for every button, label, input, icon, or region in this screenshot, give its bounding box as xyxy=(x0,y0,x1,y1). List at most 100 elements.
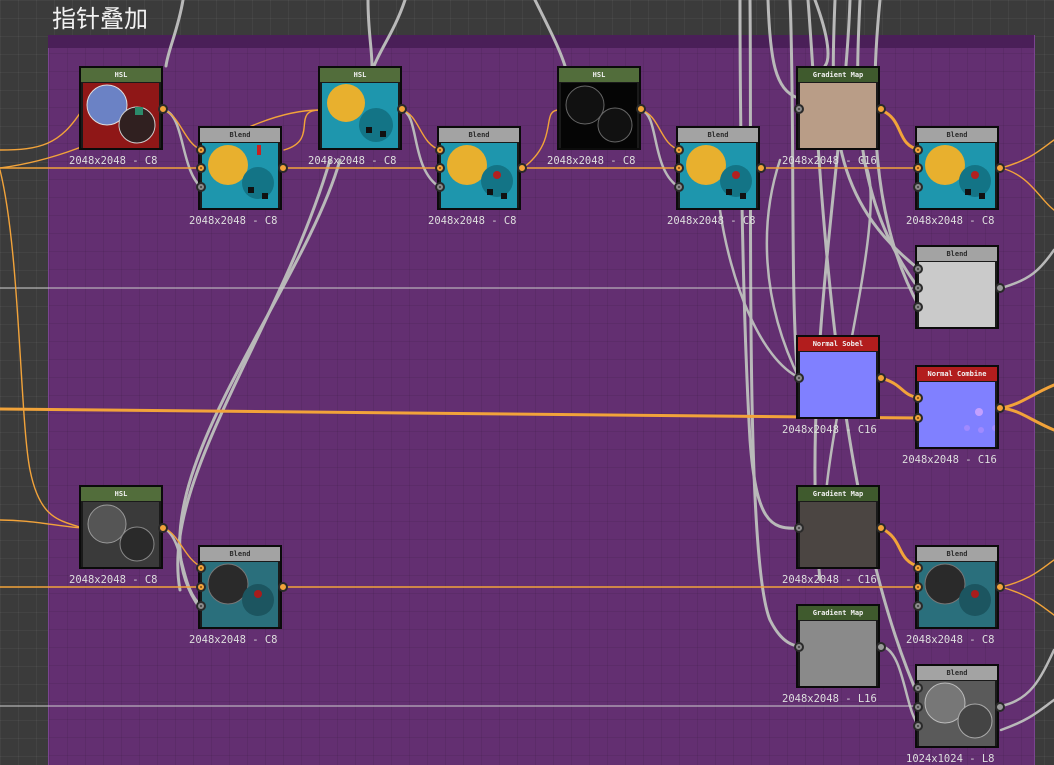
output-port[interactable] xyxy=(158,104,168,114)
input-port[interactable] xyxy=(674,163,684,173)
input-port[interactable] xyxy=(913,182,923,192)
input-port[interactable] xyxy=(913,601,923,611)
wire xyxy=(0,519,83,529)
input-port[interactable] xyxy=(196,563,206,573)
blend-node[interactable]: Blend xyxy=(437,126,521,210)
node-thumbnail xyxy=(202,143,278,208)
node-resolution: 2048x2048 - C8 xyxy=(547,155,636,167)
blend-node[interactable]: Blend xyxy=(915,545,999,629)
node-title: Blend xyxy=(917,128,997,142)
input-port[interactable] xyxy=(435,145,445,155)
blend-node[interactable]: Blend xyxy=(915,126,999,210)
wire xyxy=(522,109,560,169)
wire xyxy=(162,526,204,608)
output-port[interactable] xyxy=(876,104,886,114)
hsl-node[interactable]: HSL xyxy=(79,66,163,150)
node-resolution: 2048x2048 - C8 xyxy=(69,574,158,586)
input-port[interactable] xyxy=(794,523,804,533)
output-port[interactable] xyxy=(876,642,886,652)
output-port[interactable] xyxy=(995,283,1005,293)
blend-node[interactable]: Blend xyxy=(198,126,282,210)
input-port[interactable] xyxy=(913,302,923,312)
input-port[interactable] xyxy=(794,104,804,114)
output-port[interactable] xyxy=(397,104,407,114)
input-port[interactable] xyxy=(913,563,923,573)
hsl-node[interactable]: HSL xyxy=(557,66,641,150)
wire xyxy=(283,109,321,151)
wire xyxy=(999,698,1054,732)
input-port[interactable] xyxy=(196,601,206,611)
node-resolution: 2048x2048 - C8 xyxy=(906,634,995,646)
output-port[interactable] xyxy=(278,163,288,173)
output-port[interactable] xyxy=(995,582,1005,592)
input-port[interactable] xyxy=(913,683,923,693)
input-port[interactable] xyxy=(435,182,445,192)
input-port[interactable] xyxy=(913,702,923,712)
node-thumbnail xyxy=(800,502,876,567)
output-port[interactable] xyxy=(876,373,886,383)
input-port[interactable] xyxy=(196,163,206,173)
output-port[interactable] xyxy=(158,523,168,533)
wire xyxy=(1000,167,1054,211)
node-title: Blend xyxy=(917,666,997,680)
node-thumbnail xyxy=(800,621,876,686)
gradient-map-node[interactable]: Gradient Map xyxy=(796,604,880,688)
wire xyxy=(639,108,682,190)
hsl-node[interactable]: HSL xyxy=(318,66,402,150)
wire xyxy=(999,648,1054,708)
comment-frame-header[interactable] xyxy=(48,35,1034,48)
input-port[interactable] xyxy=(913,145,923,155)
wire xyxy=(718,208,802,380)
output-port[interactable] xyxy=(995,403,1005,413)
input-port[interactable] xyxy=(674,182,684,192)
blend-node[interactable]: Blend xyxy=(915,245,999,329)
node-title: HSL xyxy=(559,68,639,82)
node-resolution: 2048x2048 - C8 xyxy=(189,215,278,227)
input-port[interactable] xyxy=(196,145,206,155)
output-port[interactable] xyxy=(636,104,646,114)
wire xyxy=(999,383,1054,410)
output-port[interactable] xyxy=(995,163,1005,173)
blend-node[interactable]: Blend xyxy=(198,545,282,629)
hsl-node[interactable]: HSL xyxy=(79,485,163,569)
input-port[interactable] xyxy=(674,145,684,155)
node-thumbnail xyxy=(83,502,159,567)
output-port[interactable] xyxy=(278,582,288,592)
node-title: Blend xyxy=(917,247,997,261)
output-port[interactable] xyxy=(876,523,886,533)
input-port[interactable] xyxy=(196,182,206,192)
node-title: Gradient Map xyxy=(798,487,878,501)
input-port[interactable] xyxy=(913,721,923,731)
node-resolution: 2048x2048 - C16 xyxy=(782,155,877,167)
node-thumbnail xyxy=(800,83,876,148)
normal-sobel-node[interactable]: Normal Sobel xyxy=(796,335,880,419)
node-title: Normal Combine xyxy=(917,367,997,381)
wire xyxy=(1000,139,1054,169)
input-port[interactable] xyxy=(913,413,923,423)
input-port[interactable] xyxy=(913,393,923,403)
blend-node[interactable]: Blend xyxy=(915,664,999,748)
node-thumbnail xyxy=(919,143,995,208)
input-port[interactable] xyxy=(913,582,923,592)
node-resolution: 2048x2048 - C16 xyxy=(782,574,877,586)
gradient-map-node[interactable]: Gradient Map xyxy=(796,485,880,569)
input-port[interactable] xyxy=(794,373,804,383)
node-title: Blend xyxy=(678,128,758,142)
node-title: Blend xyxy=(200,547,280,561)
wire xyxy=(372,0,407,68)
output-port[interactable] xyxy=(517,163,527,173)
blend-node[interactable]: Blend xyxy=(676,126,760,210)
output-port[interactable] xyxy=(756,163,766,173)
output-port[interactable] xyxy=(995,702,1005,712)
comment-frame-title[interactable]: 指针叠加 xyxy=(52,5,148,33)
gradient-map-node[interactable]: Gradient Map xyxy=(796,66,880,150)
input-port[interactable] xyxy=(913,264,923,274)
input-port[interactable] xyxy=(913,163,923,173)
input-port[interactable] xyxy=(913,283,923,293)
wire xyxy=(178,158,342,610)
input-port[interactable] xyxy=(435,163,445,173)
normal-combine-node[interactable]: Normal Combine xyxy=(915,365,999,449)
input-port[interactable] xyxy=(196,582,206,592)
input-port[interactable] xyxy=(794,642,804,652)
